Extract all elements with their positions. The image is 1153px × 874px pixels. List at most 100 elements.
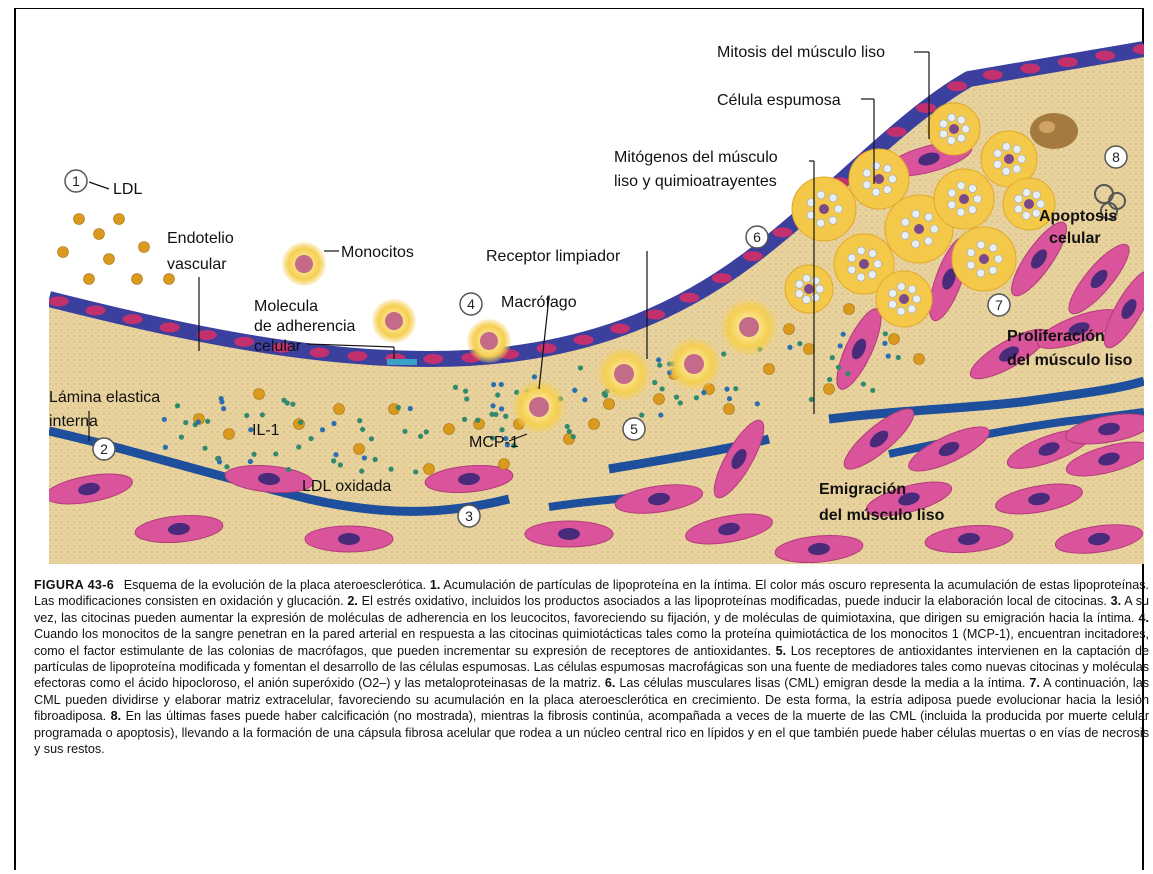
caption-item-num: 5. bbox=[776, 644, 787, 658]
mcp1-dot bbox=[694, 395, 699, 400]
mcp1-dot bbox=[572, 388, 577, 393]
mcp1-dot bbox=[475, 418, 480, 423]
adhesion-molecule-marker bbox=[387, 359, 417, 365]
label-molecula-3: celular bbox=[254, 338, 302, 355]
endothelial-nucleus bbox=[234, 337, 254, 347]
label-proliferacion-1: Proliferación bbox=[1007, 328, 1105, 345]
label-lamina-2: interna bbox=[49, 413, 98, 430]
endothelial-nucleus bbox=[123, 314, 143, 324]
label-apoptosis-2: celular bbox=[1049, 230, 1101, 247]
endothelial-nucleus bbox=[537, 343, 557, 353]
ldl-particle bbox=[844, 304, 855, 315]
endothelial-nucleus bbox=[49, 296, 69, 306]
mcp1-dot bbox=[503, 414, 508, 419]
mcp1-dot bbox=[657, 363, 662, 368]
mcp1-dot bbox=[260, 412, 265, 417]
ldl-particle bbox=[654, 394, 665, 405]
mcp1-dot bbox=[755, 401, 760, 406]
mcp1-dot bbox=[333, 452, 338, 457]
endothelial-nucleus bbox=[887, 127, 907, 137]
ldl-particle bbox=[764, 364, 775, 375]
endothelial-nucleus bbox=[86, 305, 106, 315]
ldl-particle bbox=[84, 274, 95, 285]
endothelial-nucleus bbox=[160, 322, 180, 332]
caption-item-text: El estrés oxidativo, incluidos los produ… bbox=[362, 594, 1107, 608]
ldl-particle bbox=[74, 214, 85, 225]
ldl-particle bbox=[139, 242, 150, 253]
caption-item-num: 1. bbox=[430, 578, 441, 592]
caption-item-num: 3. bbox=[1111, 594, 1122, 608]
ldl-particle bbox=[804, 344, 815, 355]
label-mcp1: MCP-1 bbox=[469, 434, 519, 451]
foam-cell bbox=[952, 227, 1016, 291]
endothelial-nucleus bbox=[574, 335, 594, 345]
ldl-particle bbox=[58, 247, 69, 258]
foam-cell bbox=[928, 103, 980, 155]
ldl-particle bbox=[224, 429, 235, 440]
label-ldl: LDL bbox=[113, 181, 142, 198]
mcp1-dot bbox=[499, 427, 504, 432]
ldl-particle bbox=[254, 389, 265, 400]
step-marker-8: 8 bbox=[1105, 146, 1127, 168]
label-endotelio-2: vascular bbox=[167, 256, 227, 273]
monocyte bbox=[467, 319, 511, 363]
label-mitosis: Mitosis del músculo liso bbox=[717, 44, 885, 61]
mcp1-dot bbox=[389, 467, 394, 472]
mcp1-dot bbox=[308, 436, 313, 441]
step-number: 8 bbox=[1112, 149, 1120, 165]
mcp1-dot bbox=[845, 371, 850, 376]
macrophage bbox=[721, 299, 777, 355]
mcp1-dot bbox=[499, 382, 504, 387]
mcp1-dot bbox=[836, 365, 841, 370]
mcp1-dot bbox=[499, 406, 504, 411]
caption-item-num: 8. bbox=[111, 709, 122, 723]
mcp1-dot bbox=[882, 341, 887, 346]
mcp1-dot bbox=[373, 457, 378, 462]
label-ldl-oxidada: LDL oxidada bbox=[302, 478, 391, 495]
macrophage bbox=[668, 338, 720, 390]
mcp1-dot bbox=[369, 436, 374, 441]
step-number: 7 bbox=[995, 297, 1003, 313]
label-apoptosis-1: Apoptosis bbox=[1039, 208, 1117, 225]
label-receptor: Receptor limpiador bbox=[486, 248, 621, 265]
mcp1-dot bbox=[413, 469, 418, 474]
label-proliferacion-2: del músculo liso bbox=[1007, 352, 1133, 369]
ldl-particle bbox=[334, 404, 345, 415]
label-endotelio-1: Endotelio bbox=[167, 230, 234, 247]
mcp1-dot bbox=[281, 398, 286, 403]
mcp1-dot bbox=[827, 377, 832, 382]
mcp1-dot bbox=[886, 354, 891, 359]
mcp1-dot bbox=[215, 456, 220, 461]
endothelial-nucleus bbox=[773, 227, 793, 237]
ldl-particle bbox=[604, 399, 615, 410]
mcp1-dot bbox=[578, 365, 583, 370]
mcp1-dot bbox=[724, 387, 729, 392]
mcp1-dot bbox=[296, 444, 301, 449]
caption-item-text: En las últimas fases puede haber calcifi… bbox=[34, 709, 1149, 756]
endothelial-nucleus bbox=[347, 351, 367, 361]
label-emigracion-2: del músculo liso bbox=[819, 507, 945, 524]
mcp1-dot bbox=[251, 452, 256, 457]
mcp1-dot bbox=[582, 397, 587, 402]
ldl-particle bbox=[444, 424, 455, 435]
mcp1-dot bbox=[162, 417, 167, 422]
endothelial-nucleus bbox=[743, 251, 763, 261]
label-emigracion-1: Emigración bbox=[819, 481, 906, 498]
mcp1-dot bbox=[359, 468, 364, 473]
mcp1-dot bbox=[652, 380, 657, 385]
endothelial-nucleus bbox=[645, 309, 665, 319]
step-marker-1: 1 bbox=[65, 170, 87, 192]
endothelial-nucleus bbox=[197, 330, 217, 340]
mcp1-dot bbox=[701, 390, 706, 395]
mcp1-dot bbox=[495, 392, 500, 397]
mcp1-dot bbox=[838, 343, 843, 348]
endothelial-nucleus bbox=[1058, 57, 1078, 67]
mcp1-dot bbox=[175, 403, 180, 408]
ldl-particle bbox=[784, 324, 795, 335]
label-molecula-2: de adherencia bbox=[254, 318, 356, 335]
ldl-particle bbox=[164, 274, 175, 285]
step-number: 5 bbox=[630, 421, 638, 437]
smooth-muscle-cell bbox=[525, 521, 613, 547]
figure-caption: FIGURA 43-6 Esquema de la evolución de l… bbox=[34, 577, 1149, 757]
label-monocitos: Monocitos bbox=[341, 244, 414, 261]
